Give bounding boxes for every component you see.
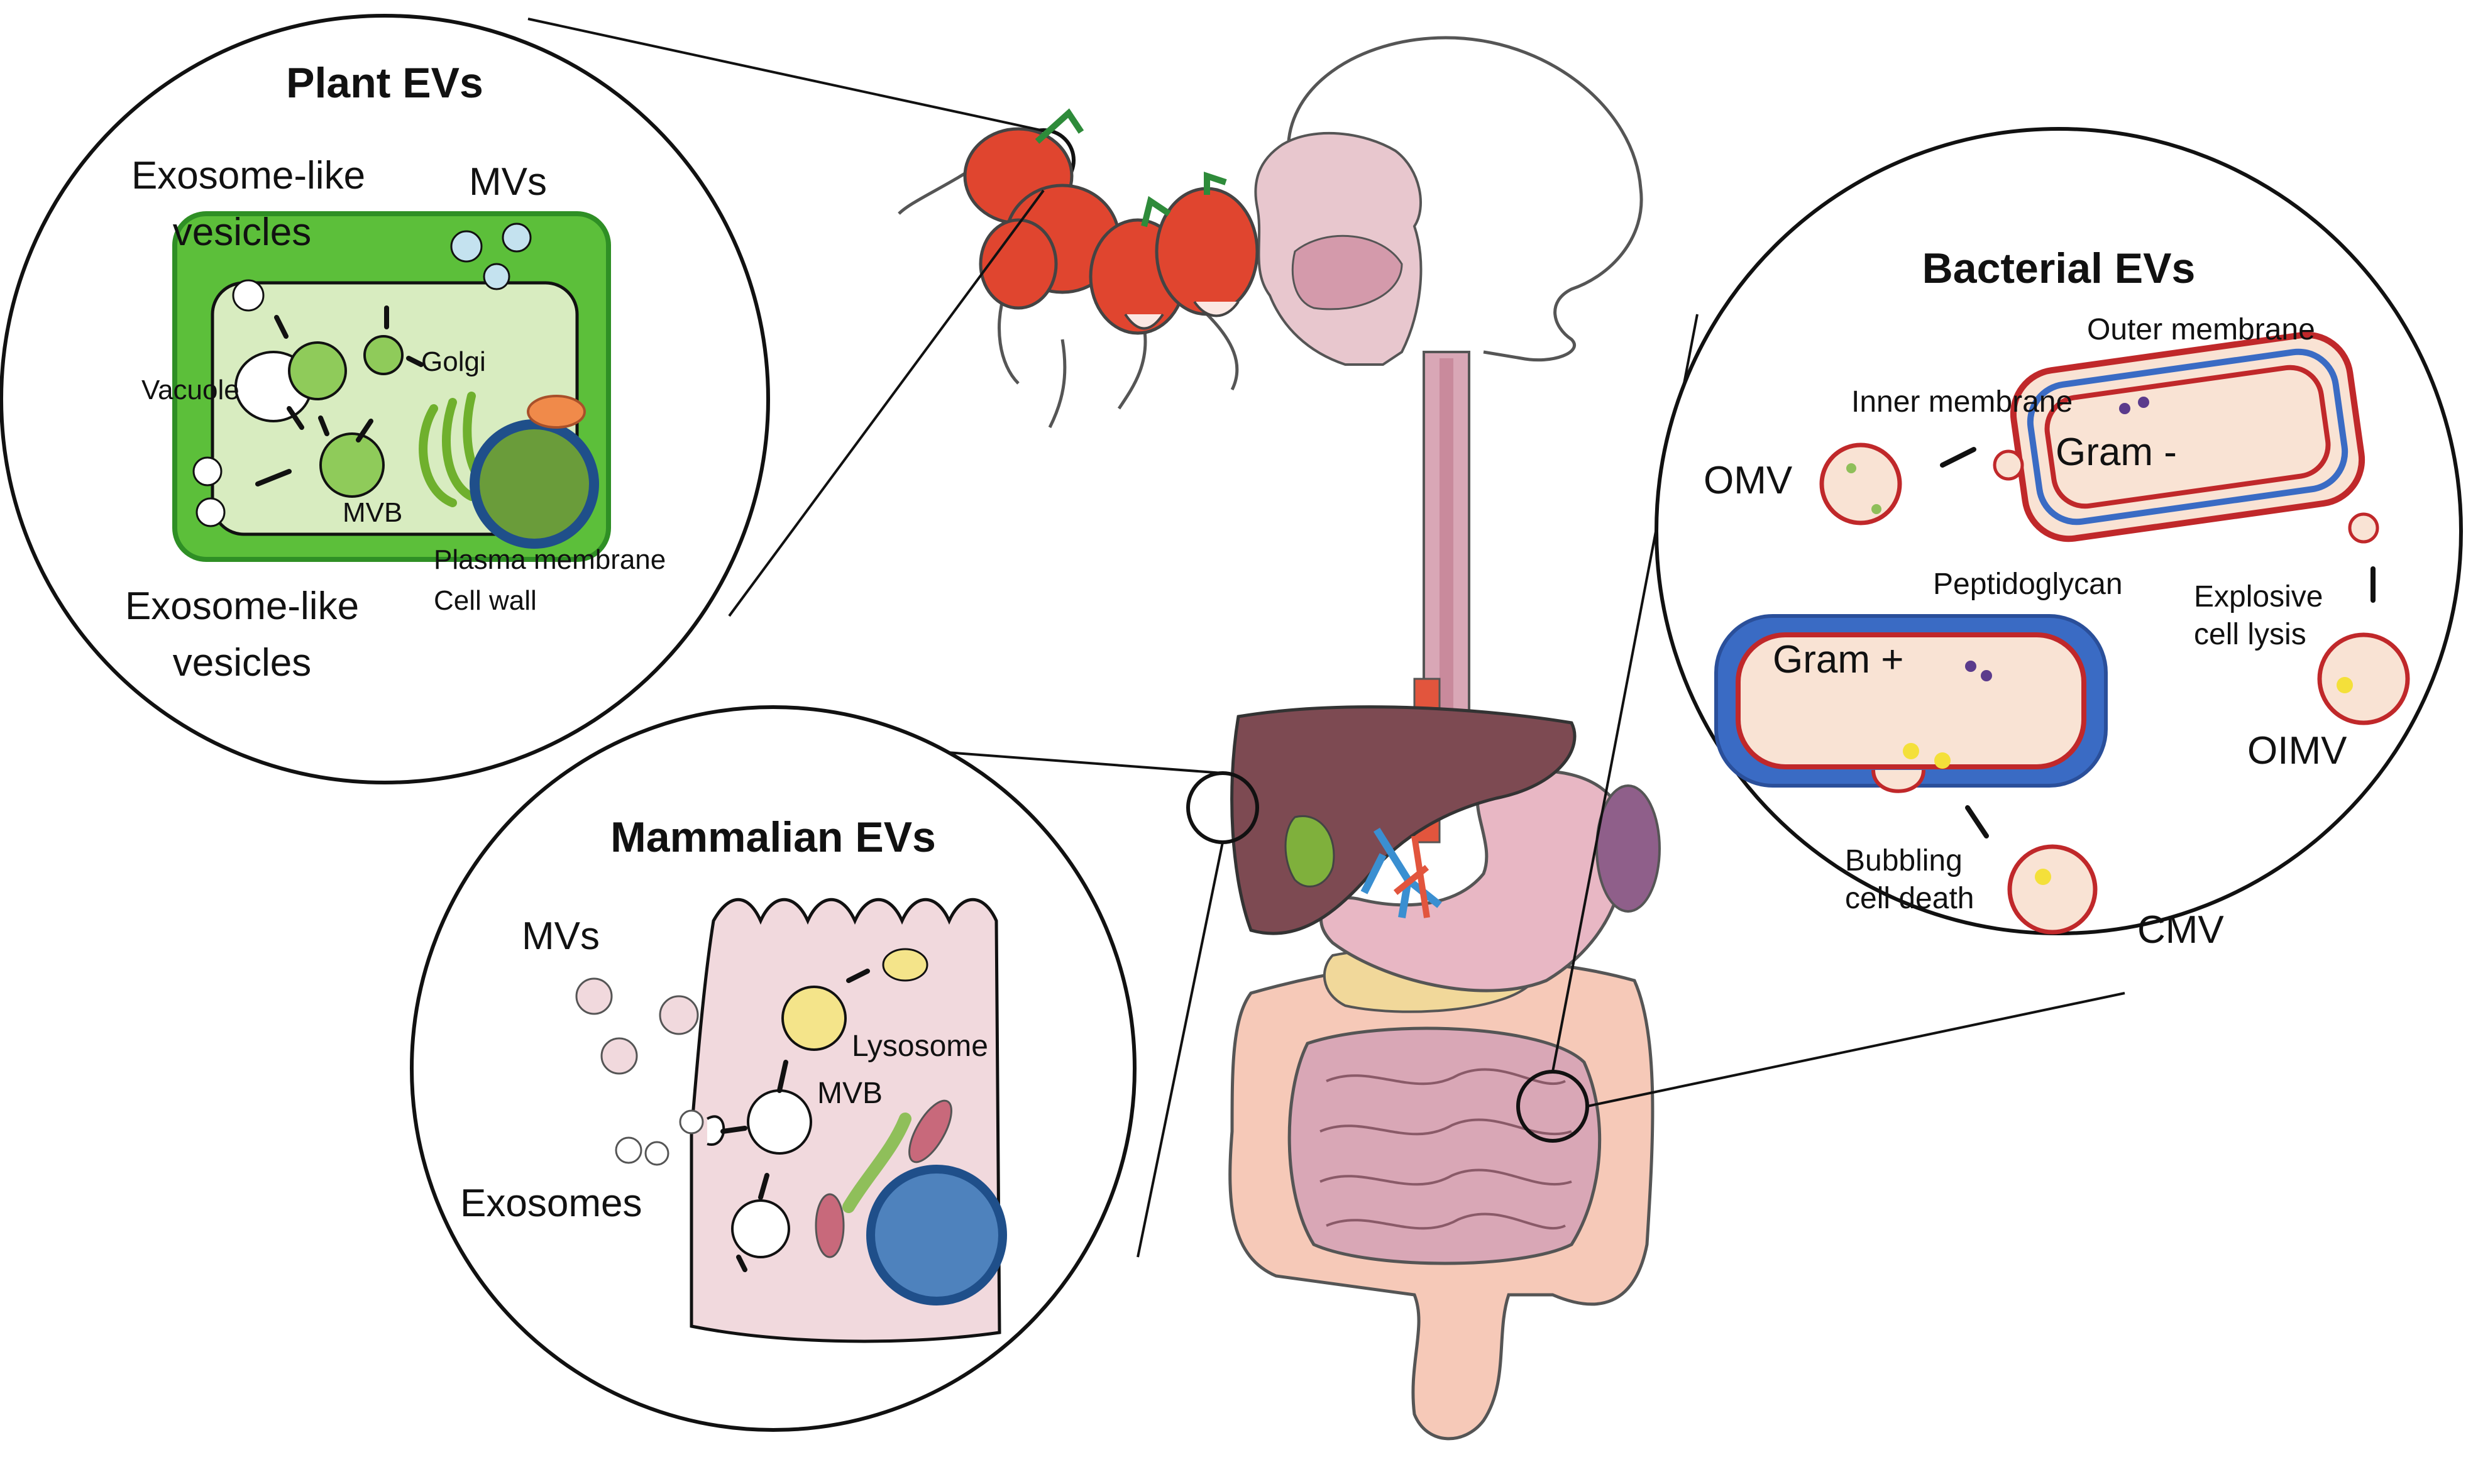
mammalian-endosome (731, 1199, 790, 1258)
plant-vacuole-label: Vacuole (141, 375, 240, 405)
radish-5 (979, 218, 1058, 310)
plant-arrows (255, 305, 424, 486)
bacterial-evs-panel: Bacterial EVs Outer membrane Inner membr… (1655, 127, 2463, 952)
plant-evs-panel: Plant EVs Exosome-like vesicles MVs Vacu… (0, 14, 770, 784)
arteries (1393, 835, 1430, 918)
yellow-protein-2 (1934, 752, 1951, 769)
cargo-dot-5 (1846, 463, 1856, 473)
oimv-label: OIMV (2247, 729, 2347, 772)
gram-neg-label: Gram - (2056, 431, 2177, 474)
plant-vesicle-2 (192, 456, 223, 486)
connector-mammal-bottom (1137, 842, 1224, 1258)
cargo-dot-1 (1965, 661, 1976, 672)
radish-4 (1155, 187, 1259, 316)
explosive-label-2: cell lysis (2194, 618, 2306, 651)
plant-exosome-top-label-2: vesicles (173, 211, 312, 254)
mammalian-evs-panel: Mammalian EVs MVs Lysosome MVB Exosomes (410, 705, 1137, 1432)
inner-membrane-label: Inner membrane (1851, 385, 2073, 419)
plant-mvb-2 (319, 432, 385, 498)
radish-bunch (898, 108, 1259, 429)
plant-mv-1 (450, 230, 483, 263)
mammalian-mitochondrion-2 (815, 1193, 845, 1258)
tongue (1291, 234, 1403, 311)
plant-vesicle-1 (232, 279, 265, 312)
radish-roots (898, 162, 1239, 429)
bubbling-label-1: Bubbling (1845, 844, 1963, 877)
omv-label: OMV (1704, 459, 1793, 502)
radish-leaves (1035, 108, 1227, 228)
budding-vesicle (1993, 449, 2024, 481)
plant-mv-3 (483, 263, 510, 290)
gram-neg-peptidoglycan (2027, 348, 2349, 525)
bacterial-title: Bacterial EVs (1922, 245, 2196, 292)
spleen (1595, 784, 1661, 913)
explosive-label-1: Explosive (2194, 580, 2323, 613)
radish-tips (1124, 300, 1240, 330)
gram-pos-membrane (1736, 632, 2086, 769)
mammalian-mvs-label: MVs (522, 915, 600, 958)
mammalian-er (842, 1113, 911, 1213)
gallbladder (1284, 815, 1335, 888)
mammalian-mvb (747, 1089, 812, 1155)
plant-title: Plant EVs (286, 59, 483, 107)
mammalian-exosome-2 (644, 1141, 669, 1166)
lysis-vesicle (2348, 512, 2379, 544)
mammalian-mvb-label: MVB (817, 1077, 883, 1110)
cmv-budding (1871, 769, 1925, 793)
cargo-dot-4 (2138, 397, 2149, 408)
mammalian-title: Mammalian EVs (610, 813, 936, 861)
mammalian-mv-1 (575, 977, 613, 1015)
omv-vesicle (1819, 442, 1902, 525)
connector-plant-bottom (728, 189, 1045, 617)
mammalian-exosome-1 (615, 1136, 642, 1164)
esophagus-lumen (1440, 358, 1453, 735)
mammalian-exosomes-label: Exosomes (460, 1182, 642, 1225)
oimv-vesicle (2317, 632, 2410, 725)
plant-mvb-label: MVB (343, 497, 402, 528)
cargo-dot-2 (1981, 670, 1992, 681)
plant-mv-2 (502, 223, 532, 253)
yellow-protein-4 (2035, 869, 2051, 885)
plant-exosome-top-label-1: Exosome-like (131, 154, 365, 197)
plant-exosome-bottom-label-1: Exosome-like (125, 585, 359, 628)
cargo-dot-3 (2119, 403, 2130, 414)
cmv-label: CMV (2137, 908, 2224, 952)
mammalian-lysosome-label: Lysosome (852, 1030, 988, 1063)
plant-mvb-1 (288, 341, 347, 400)
mammalian-arrows (720, 969, 870, 1272)
outer-membrane-label: Outer membrane (2087, 313, 2315, 346)
plant-mitochondrion (527, 395, 586, 429)
peptidoglycan-label: Peptidoglycan (1933, 568, 2123, 601)
plant-endosome (363, 335, 404, 375)
mammalian-exosome-3 (679, 1109, 704, 1135)
gram-neg-inner (2044, 365, 2331, 509)
human-anatomy (1011, 36, 1661, 1441)
lysosome-1 (781, 986, 847, 1051)
mammalian-mv-2 (600, 1037, 638, 1075)
mammalian-nucleus (866, 1165, 1007, 1305)
connector-bact-bottom (1587, 992, 2125, 1108)
yellow-protein-1 (1903, 743, 1919, 759)
plant-golgi-label: Golgi (421, 346, 486, 377)
mammalian-mv-3 (659, 995, 699, 1035)
cargo-dot-6 (1871, 504, 1881, 514)
intestine-folds (1319, 1068, 1572, 1230)
plant-cell-wall-label: Cell wall (434, 585, 537, 616)
yellow-protein-3 (2337, 677, 2353, 693)
head-outline (1286, 36, 1643, 362)
plant-exosome-bottom-label-2: vesicles (173, 641, 312, 684)
bubbling-label-2: cell death (1845, 882, 1974, 915)
plant-nucleus (470, 419, 599, 549)
bacterial-arrows (1940, 447, 2376, 838)
plant-mvs-label: MVs (469, 160, 547, 204)
lysosome-2 (882, 948, 928, 982)
plant-plasma-membrane-label: Plasma membrane (434, 544, 666, 575)
gram-pos-label: Gram + (1773, 638, 1903, 681)
mammalian-mitochondrion-1 (908, 1099, 952, 1163)
cmv-vesicle (2007, 844, 2098, 935)
plant-vesicle-3 (195, 497, 226, 527)
connector-plant-top (527, 18, 1044, 132)
